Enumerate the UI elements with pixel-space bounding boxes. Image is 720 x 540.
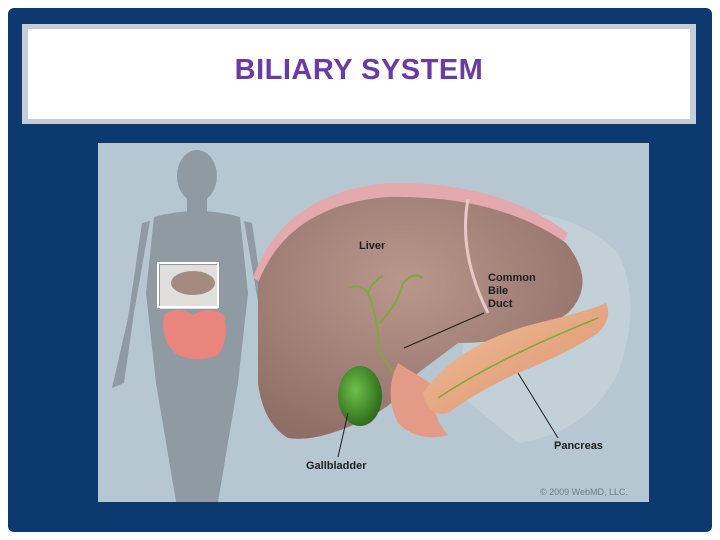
label-cbd-line-2: Bile bbox=[488, 285, 509, 297]
anatomy-drawing bbox=[112, 150, 631, 502]
pancreas-shape bbox=[423, 303, 609, 414]
title-box: BILIARY SYSTEM bbox=[22, 24, 696, 124]
liver-shape bbox=[258, 196, 583, 439]
label-cbd-line-3: Duct bbox=[488, 298, 513, 310]
label-pancreas: Pancreas bbox=[554, 440, 603, 452]
title-inner: BILIARY SYSTEM bbox=[28, 29, 690, 119]
label-common-bile-duct: Common Bile Duct bbox=[488, 272, 558, 311]
biliary-illustration: Liver Common Bile Duct Pancreas Gallblad… bbox=[98, 143, 649, 502]
label-liver: Liver bbox=[359, 240, 386, 252]
body-organs bbox=[157, 262, 226, 359]
label-gallbladder: Gallbladder bbox=[306, 460, 367, 472]
copyright-text: © 2009 WebMD, LLC. bbox=[540, 487, 629, 497]
label-cbd-line-1: Common bbox=[488, 272, 536, 284]
leader-lines bbox=[337, 312, 559, 458]
slide-title: BILIARY SYSTEM bbox=[234, 53, 484, 86]
gallbladder-shape bbox=[338, 366, 382, 426]
